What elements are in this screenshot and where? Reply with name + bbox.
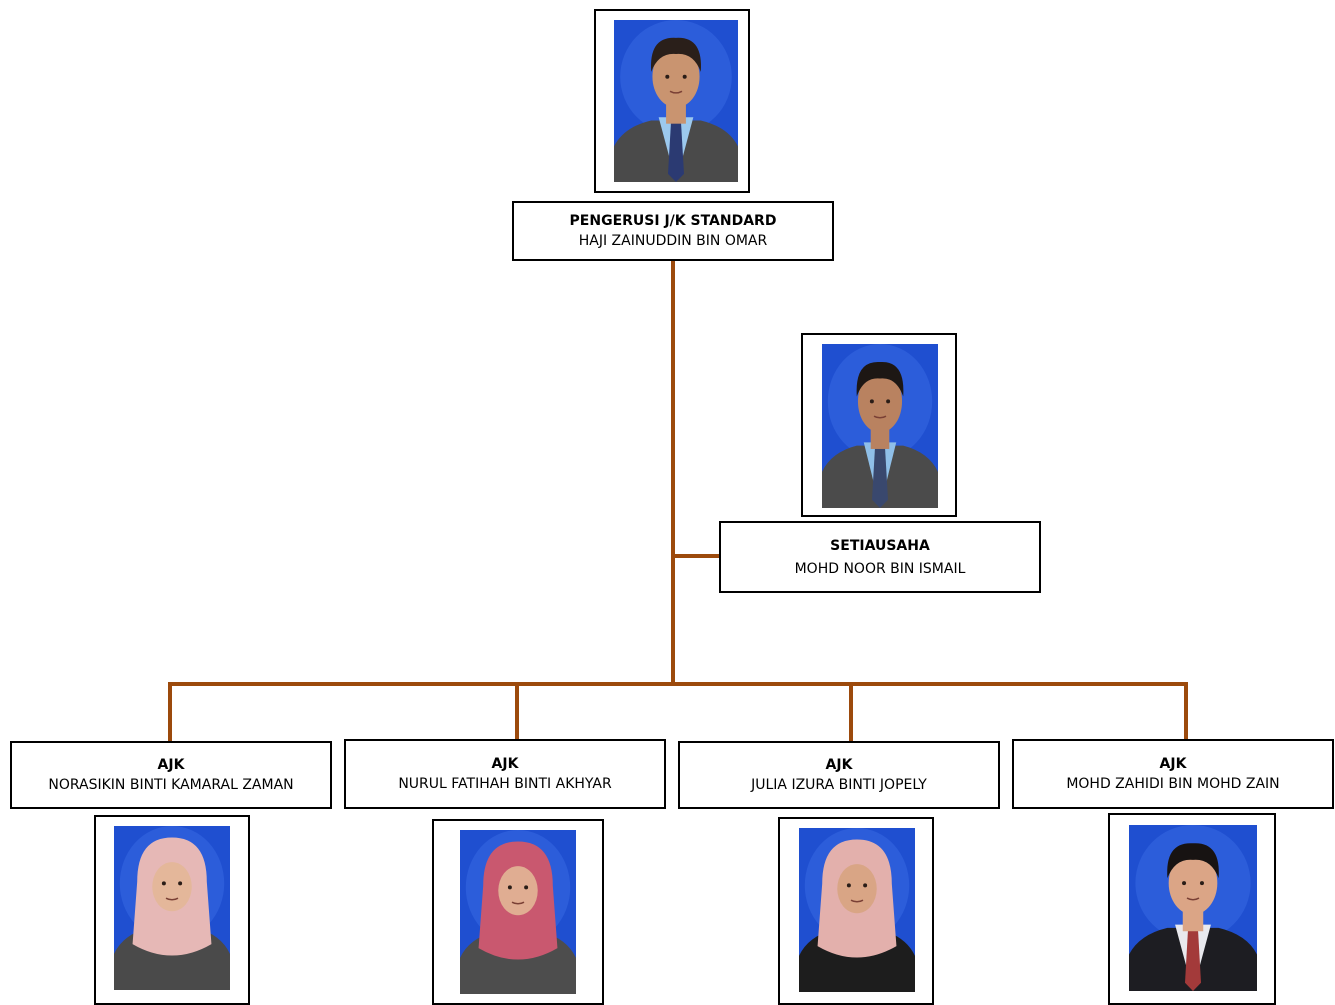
member-name: MOHD ZAHIDI BIN MOHD ZAIN <box>1066 776 1280 792</box>
hair-shape <box>1167 843 1219 879</box>
chairman-role: PENGERUSI J/K STANDARD <box>569 213 777 229</box>
mouth <box>1186 897 1200 901</box>
face-shape <box>152 862 192 912</box>
tie-shape <box>668 122 684 182</box>
tie-shape <box>1185 929 1201 991</box>
secretary-role: SETIAUSAHA <box>830 537 930 554</box>
right-eye <box>178 881 183 886</box>
member-portrait <box>460 830 576 994</box>
right-eye <box>1199 881 1204 886</box>
member-photo-frame <box>778 817 934 1005</box>
right-eye <box>682 74 687 79</box>
left-eye <box>507 885 512 890</box>
member-photo-frame <box>94 815 250 1005</box>
secretary-name: MOHD NOOR BIN ISMAIL <box>794 560 966 577</box>
member-photo-frame <box>1108 813 1276 1005</box>
chairman-name: HAJI ZAINUDDIN BIN OMAR <box>578 233 768 249</box>
member-portrait <box>799 828 915 992</box>
mouth <box>165 897 179 901</box>
member-role: AJK <box>157 757 185 773</box>
tie-shape <box>872 447 888 508</box>
face-shape <box>857 370 903 433</box>
chairman-photo-frame <box>594 9 750 193</box>
member-portrait <box>1129 825 1257 991</box>
member-name: NORASIKIN BINTI KAMARAL ZAMAN <box>48 777 294 793</box>
member-portrait <box>114 826 230 990</box>
secretary-photo-frame <box>801 333 957 517</box>
face-shape <box>652 45 700 108</box>
member-name: NURUL FATIHAH BINTI AKHYAR <box>398 776 612 792</box>
member-label-box: AJK NORASIKIN BINTI KAMARAL ZAMAN <box>10 741 332 809</box>
secretary-label-box: SETIAUSAHA MOHD NOOR BIN ISMAIL <box>719 521 1041 593</box>
left-eye <box>665 74 670 79</box>
hair-shape <box>650 37 702 72</box>
face-shape <box>498 866 538 916</box>
mouth <box>669 90 683 94</box>
face-shape <box>837 864 877 914</box>
member-role: AJK <box>1159 756 1187 772</box>
member-name: JULIA IZURA BINTI JOPELY <box>751 777 927 793</box>
chairman-label-box: PENGERUSI J/K STANDARD HAJI ZAINUDDIN BI… <box>512 201 834 261</box>
member-label-box: AJK MOHD ZAHIDI BIN MOHD ZAIN <box>1012 739 1334 809</box>
left-eye <box>1182 881 1187 886</box>
member-role: AJK <box>491 756 519 772</box>
right-eye <box>886 399 891 404</box>
mouth <box>850 899 864 903</box>
mouth <box>873 415 887 419</box>
member-label-box: AJK NURUL FATIHAH BINTI AKHYAR <box>344 739 666 809</box>
left-eye <box>846 883 851 888</box>
face-shape <box>1168 851 1218 915</box>
chairman-portrait <box>614 20 738 182</box>
member-label-box: AJK JULIA IZURA BINTI JOPELY <box>678 741 1000 809</box>
mouth <box>511 901 525 905</box>
left-eye <box>161 881 166 886</box>
right-eye <box>863 883 868 888</box>
member-photo-frame <box>432 819 604 1005</box>
left-eye <box>869 399 874 404</box>
member-role: AJK <box>825 757 853 773</box>
right-eye <box>524 885 529 890</box>
hair-shape <box>856 361 904 397</box>
secretary-portrait <box>822 344 938 508</box>
